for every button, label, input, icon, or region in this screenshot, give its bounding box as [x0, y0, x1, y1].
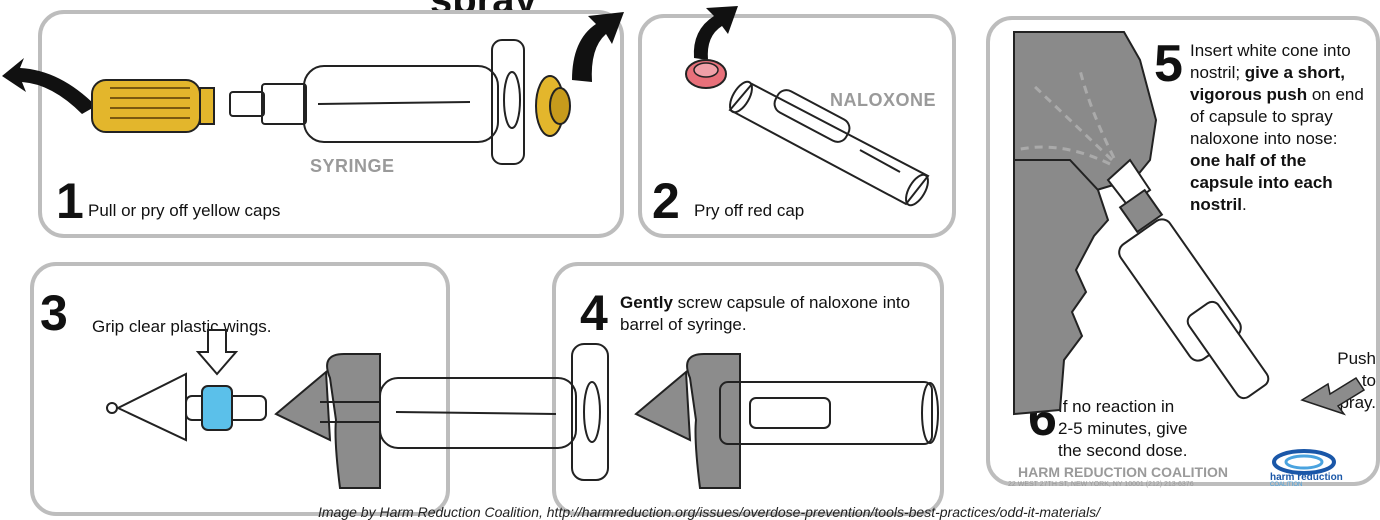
nasal-device	[1108, 160, 1271, 401]
yellow-cap-left	[92, 80, 214, 132]
down-arrow-icon	[198, 330, 236, 374]
capsule-4	[720, 382, 938, 444]
yellow-cap-right	[536, 76, 570, 136]
curved-arrow-left-icon	[2, 58, 96, 114]
twist-arrow-left-icon-2	[636, 354, 740, 488]
push-arrow-icon	[1302, 378, 1364, 414]
nasal-cone	[107, 374, 266, 440]
syringe-illustration	[230, 40, 524, 164]
red-cap	[686, 60, 726, 88]
naloxone-capsule	[726, 78, 933, 208]
curved-arrow-up-right-icon	[572, 12, 624, 82]
blue-wing	[202, 386, 232, 430]
curved-arrow-up-icon	[694, 6, 738, 60]
face-lower	[1014, 160, 1108, 414]
